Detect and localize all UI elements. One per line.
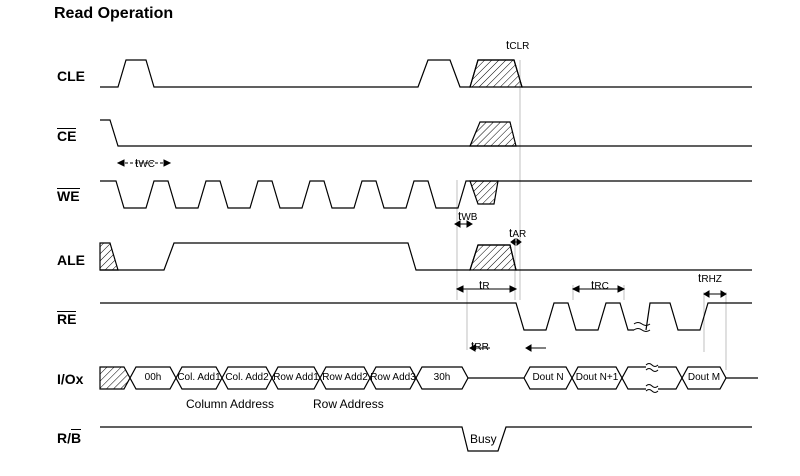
re-waveform	[100, 302, 752, 332]
io-label-col-add1: Col. Add1	[177, 372, 221, 383]
io-waveform	[99, 363, 758, 393]
io-label-dout-n: Dout N	[532, 372, 564, 383]
param-trc: tRC	[591, 278, 609, 292]
io-label-00h: 00h	[144, 372, 162, 383]
ce-hatch	[469, 121, 517, 147]
io-label-dout-m: Dout M	[687, 372, 721, 383]
page-title: Read Operation	[54, 5, 174, 22]
param-tclr: tCLR	[506, 38, 530, 52]
signal-label-rb: R/B	[57, 429, 82, 446]
cle-hatch	[469, 59, 523, 88]
io-hatch	[99, 366, 131, 390]
signal-label-ale: ALE	[57, 252, 85, 268]
we-waveform	[100, 180, 752, 209]
timing-arrows	[116, 159, 727, 352]
param-trr: tRR	[471, 339, 489, 353]
signal-label-io: I/Ox	[57, 371, 84, 387]
param-twc: tWC	[135, 156, 156, 170]
io-break-mark	[645, 363, 659, 393]
io-label-dout-n1: Dout N+1	[575, 372, 619, 383]
signal-label-re: RE	[57, 311, 77, 327]
io-label-row-add2: Row Add2	[322, 372, 368, 383]
signal-label-we: WE	[57, 188, 80, 204]
column-address-label: Column Address	[186, 397, 275, 411]
busy-label: Busy	[470, 432, 497, 446]
param-trhz: tRHZ	[698, 271, 722, 285]
row-address-label: Row Address	[313, 397, 384, 411]
signal-label-rb-r: R/	[57, 430, 71, 446]
io-label-col-add2: Col. Add2	[225, 372, 269, 383]
signal-label-rb-b: B	[71, 429, 82, 446]
ale-waveform	[99, 242, 752, 271]
we-hatch	[469, 180, 499, 205]
re-break-mark	[633, 322, 651, 332]
signal-label-ce: CE	[57, 128, 77, 144]
cle-waveform	[100, 59, 752, 88]
ce-waveform	[100, 119, 752, 147]
signal-label-cle: CLE	[57, 68, 85, 84]
io-label-row-add3: Row Add3	[370, 372, 416, 383]
io-label-row-add1: Row Add1	[273, 372, 319, 383]
param-tr: tR	[479, 278, 490, 292]
param-twb: tWB	[458, 209, 478, 223]
io-label-30h: 30h	[433, 372, 451, 383]
ale-hatch	[99, 242, 119, 271]
rb-waveform	[100, 426, 752, 452]
ale-hatch-2	[469, 244, 517, 271]
reference-guides	[456, 60, 727, 370]
param-tar: tAR	[509, 226, 527, 240]
